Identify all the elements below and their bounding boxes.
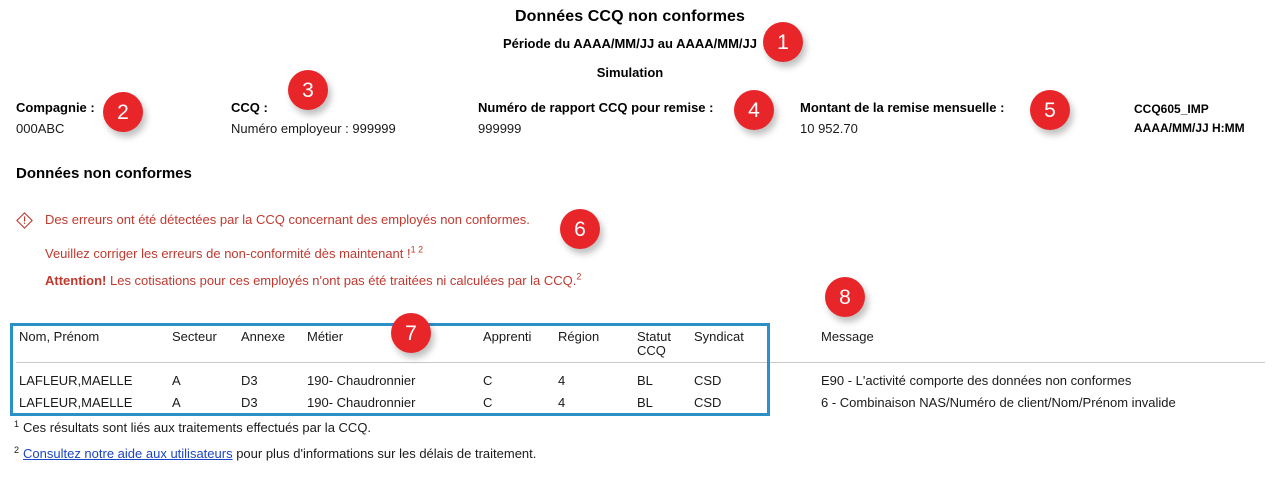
- cell-message: 6 - Combinaison NAS/Numéro de client/Nom…: [821, 395, 1176, 410]
- warning-diamond-icon: [16, 212, 33, 229]
- alert-line-attention-text: Les cotisations pour ces employés n'ont …: [106, 273, 577, 288]
- info-field-ccq: CCQ : Numéro employeur : 999999: [231, 100, 396, 136]
- cell-syndicat: CSD: [694, 373, 722, 388]
- alert-line-corriger: Veuillez corriger les erreurs de non-con…: [45, 244, 581, 261]
- table-header-statut-line2: CCQ: [637, 343, 666, 358]
- table-header-secteur: Secteur: [172, 329, 217, 344]
- cell-region: 4: [558, 373, 566, 388]
- info-field-numero-rapport: Numéro de rapport CCQ pour remise : 9999…: [478, 100, 713, 136]
- table-header-statut-ccq: Statut CCQ: [637, 330, 671, 358]
- annotation-badge-5: 5: [1030, 90, 1070, 130]
- document-mode-label: Simulation: [596, 65, 664, 80]
- annotation-badge-3: 3: [288, 70, 328, 110]
- info-label-compagnie: Compagnie :: [16, 100, 95, 115]
- annotation-badge-8: 8: [825, 277, 865, 317]
- cell-annexe: D3: [241, 395, 258, 410]
- annotation-badge-6: 6: [560, 209, 600, 249]
- cell-metier: 190- Chaudronnier: [307, 373, 416, 388]
- table-header-annexe: Annexe: [241, 329, 286, 344]
- table-row[interactable]: LAFLEUR,MAELLE A D3 190- Chaudronnier C …: [0, 393, 1281, 415]
- table-row[interactable]: LAFLEUR,MAELLE A D3 190- Chaudronnier C …: [0, 371, 1281, 393]
- cell-nom: LAFLEUR,MAELLE: [19, 373, 133, 388]
- report-identifier-block: CCQ605_IMP AAAA/MM/JJ H:MM: [1134, 100, 1245, 138]
- alert-main-row: Des erreurs ont été détectées par la CCQ…: [16, 212, 581, 229]
- cell-secteur: A: [172, 395, 181, 410]
- footnote-1-marker: 1: [14, 418, 20, 429]
- alert-line-corriger-text: Veuillez corriger les erreurs de non-con…: [45, 246, 411, 261]
- alert-line-attention-footnote-ref: 2: [576, 271, 582, 282]
- cell-statut: BL: [637, 373, 653, 388]
- cell-apprenti: C: [483, 373, 493, 388]
- info-value-numero-rapport: 999999: [478, 121, 522, 136]
- table-header-divider: [16, 362, 1265, 363]
- annotation-badge-2: 2: [103, 92, 143, 132]
- info-value-ccq: Numéro employeur : 999999: [231, 121, 396, 136]
- report-code: CCQ605_IMP: [1134, 102, 1209, 116]
- annotation-badge-4: 4: [734, 90, 774, 130]
- annotation-badge-7: 7: [391, 313, 431, 353]
- info-label-montant-remise: Montant de la remise mensuelle :: [800, 100, 1005, 115]
- info-label-numero-rapport: Numéro de rapport CCQ pour remise :: [478, 100, 714, 115]
- alert-line-attention-lead: Attention!: [45, 273, 107, 288]
- data-table-region: Nom, Prénom Secteur Annexe Métier Appren…: [0, 320, 1281, 420]
- footnote-2-marker: 2: [14, 444, 20, 455]
- info-field-compagnie: Compagnie : 000ABC: [16, 100, 95, 136]
- cell-secteur: A: [172, 373, 181, 388]
- cell-apprenti: C: [483, 395, 493, 410]
- cell-statut: BL: [637, 395, 653, 410]
- section-heading-donnees-non-conformes: Données non conformes: [16, 165, 192, 182]
- info-field-montant-remise: Montant de la remise mensuelle : 10 952.…: [800, 100, 1004, 136]
- document-period: Période du AAAA/MM/JJ au AAAA/MM/JJ: [502, 36, 757, 51]
- table-header-row: Nom, Prénom Secteur Annexe Métier Appren…: [0, 320, 1281, 362]
- table-header-metier: Métier: [307, 329, 344, 344]
- cell-metier: 190- Chaudronnier: [307, 395, 416, 410]
- alert-line-attention: Attention! Les cotisations pour ces empl…: [45, 271, 582, 288]
- table-header-nom: Nom, Prénom: [19, 329, 100, 344]
- table-header-apprenti: Apprenti: [483, 329, 532, 344]
- help-link[interactable]: Consultez notre aide aux utilisateurs: [23, 446, 233, 461]
- cell-annexe: D3: [241, 373, 258, 388]
- header-info-strip: Compagnie : 000ABC CCQ : Numéro employeu…: [0, 100, 1281, 146]
- page-title: Données CCQ non conformes: [514, 8, 746, 25]
- cell-region: 4: [558, 395, 566, 410]
- alert-line-corriger-footnote-refs: 1 2: [410, 244, 424, 255]
- table-header-region: Région: [558, 329, 600, 344]
- document-title-block: Données CCQ non conformes Période du AAA…: [0, 8, 1260, 80]
- table-header-statut-line1: Statut: [637, 329, 671, 344]
- info-value-montant-remise: 10 952.70: [800, 121, 858, 136]
- data-table: Nom, Prénom Secteur Annexe Métier Appren…: [0, 320, 1281, 415]
- info-value-compagnie: 000ABC: [16, 121, 65, 136]
- alert-main-text: Des erreurs ont été détectées par la CCQ…: [45, 212, 530, 227]
- info-label-ccq: CCQ :: [231, 100, 268, 115]
- cell-syndicat: CSD: [694, 395, 722, 410]
- annotation-badge-1: 1: [763, 22, 803, 62]
- table-header-message: Message: [821, 329, 874, 344]
- footnote-1-text: Ces résultats sont liés aux traitements …: [23, 420, 372, 435]
- report-timestamp: AAAA/MM/JJ H:MM: [1134, 121, 1245, 135]
- cell-message: E90 - L'activité comporte des données no…: [821, 373, 1132, 388]
- cell-nom: LAFLEUR,MAELLE: [19, 395, 133, 410]
- table-header-syndicat: Syndicat: [694, 329, 744, 344]
- footnote-2-text: pour plus d'informations sur les délais …: [232, 446, 537, 461]
- alert-block: Des erreurs ont été détectées par la CCQ…: [16, 212, 581, 300]
